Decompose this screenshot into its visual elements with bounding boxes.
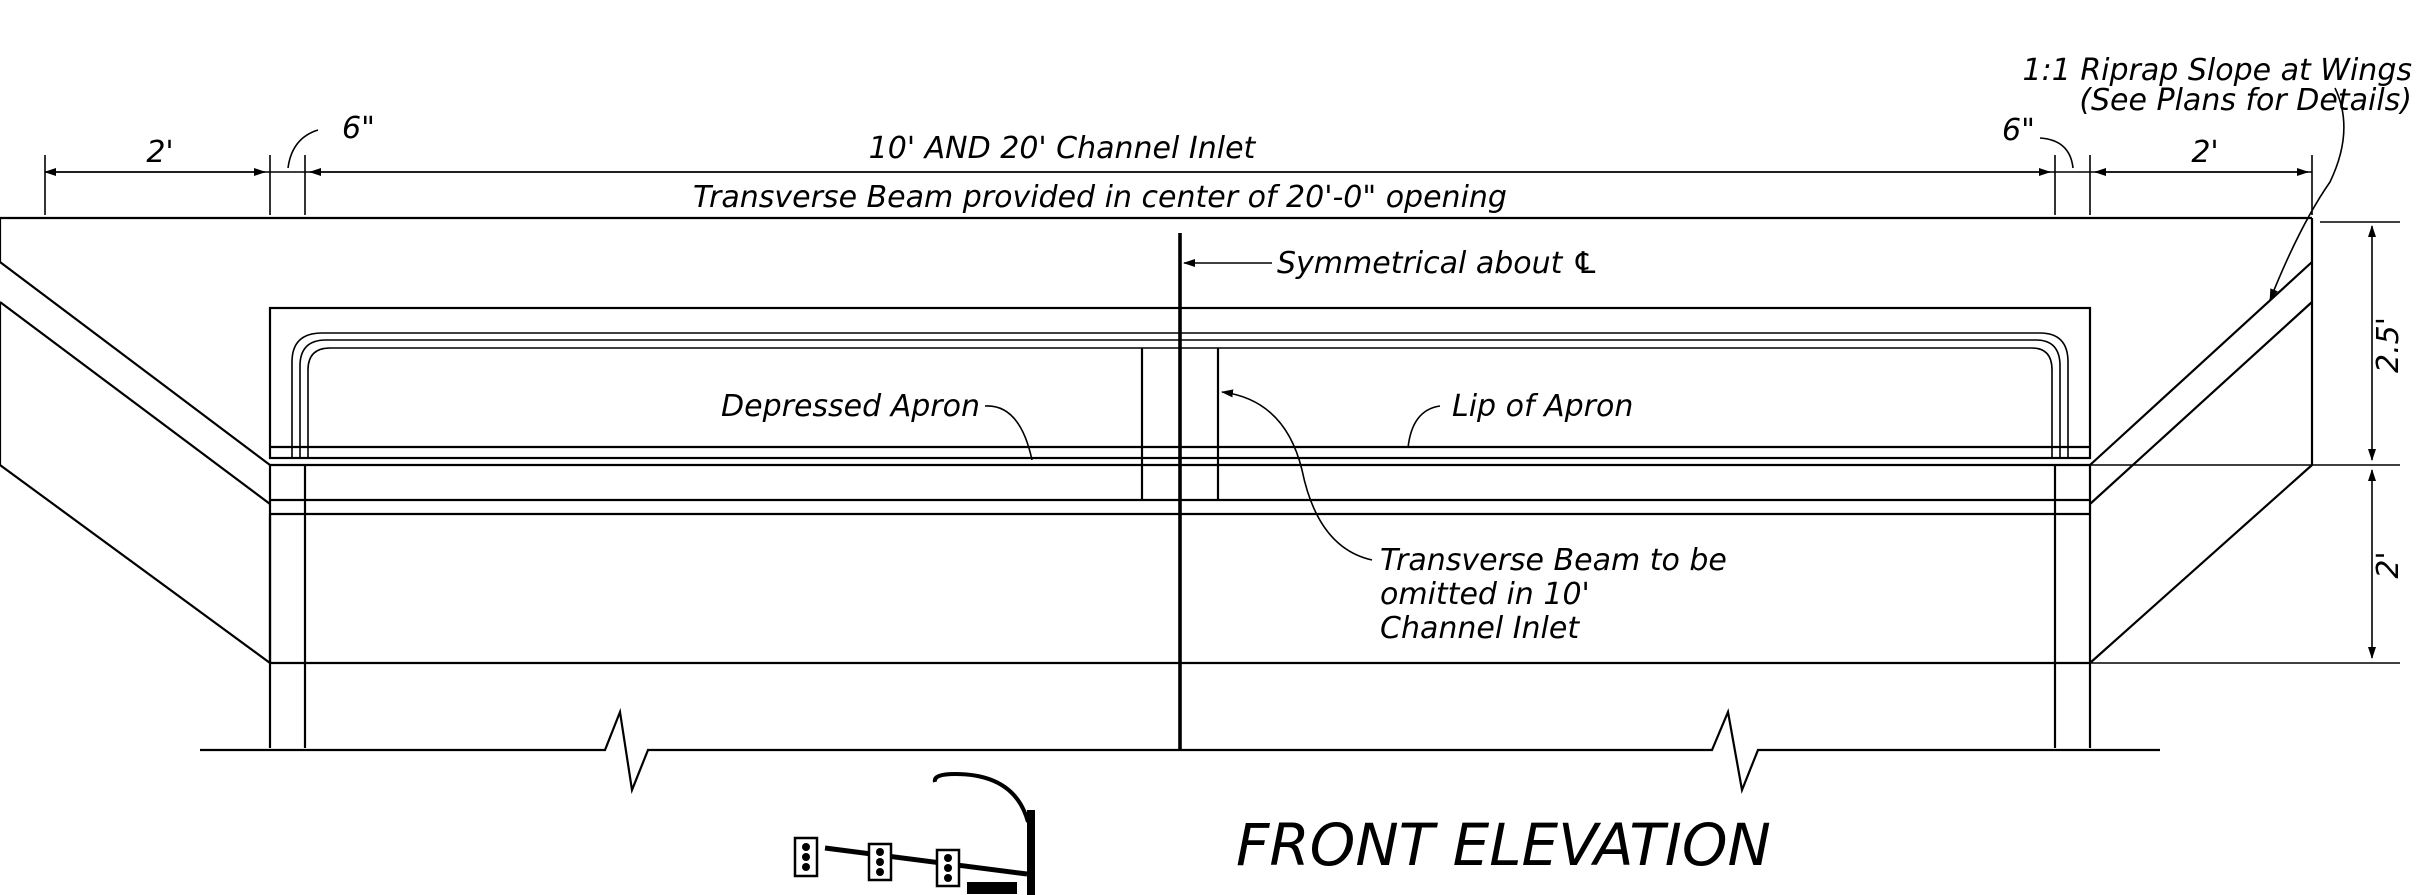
beam-omit-label-line3: Channel Inlet xyxy=(1380,611,1580,646)
title-channel-inlet: 10' AND 20' Channel Inlet xyxy=(869,131,1257,166)
beam-omit-label-line1: Transverse Beam to be xyxy=(1380,543,1727,578)
symmetrical-label: Symmetrical about ℄ xyxy=(1277,246,1599,281)
structure-outline xyxy=(0,216,2314,748)
riprap-leader xyxy=(2269,87,2345,301)
lip-of-apron-leader xyxy=(1407,405,1441,449)
depressed-apron-leader xyxy=(984,405,1033,461)
depressed-apron-label: Depressed Apron xyxy=(721,389,980,424)
top-dimensions xyxy=(44,129,2313,215)
lip-of-apron-label: Lip of Apron xyxy=(1452,389,1633,424)
dim-left-2ft: 2' xyxy=(146,135,173,170)
dim-left-6in: 6" xyxy=(342,111,375,146)
riprap-label-line1: 1:1 Riprap Slope at Wings xyxy=(2023,53,2412,88)
traffic-signal-icon xyxy=(793,771,1035,895)
dim-height-lower: 2' xyxy=(2371,551,2406,578)
dim-height-upper: 2.5' xyxy=(2371,317,2406,373)
transverse-beam-note: Transverse Beam provided in center of 20… xyxy=(693,180,1507,215)
riprap-label-line2: (See Plans for Details) xyxy=(2079,83,2412,118)
beam-omit-label-line2: omitted in 10' xyxy=(1380,577,1590,612)
right-vertical-dimensions xyxy=(2090,221,2400,664)
beam-omit-leader xyxy=(1221,389,1373,561)
dim-right-6in: 6" xyxy=(2002,113,2035,148)
view-title: FRONT ELEVATION xyxy=(1236,811,1771,879)
dim-right-2ft: 2' xyxy=(2191,135,2218,170)
